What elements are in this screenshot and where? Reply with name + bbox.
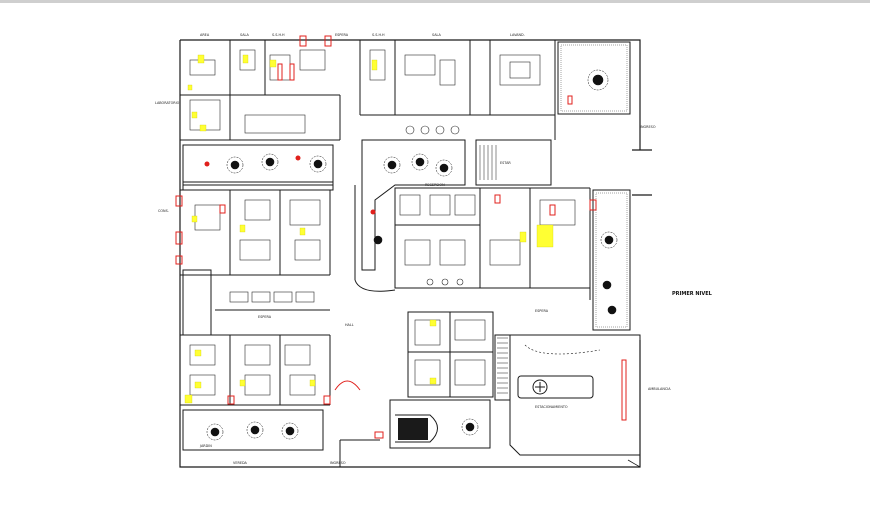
label-top-mid5: SALA [432,33,442,37]
level-title: PRIMER NIVEL [672,291,713,297]
label-hall: HALL [345,323,354,327]
label-top-mid4: S.S.H.H [372,33,385,37]
parking-curve [524,344,601,355]
interior-walls [180,40,641,467]
corner-tick [627,459,641,468]
top-border-line [0,0,870,3]
furniture-fixtures [189,49,576,396]
label-top-left: AREA [200,33,210,37]
label-left-side2: CONS. [158,209,169,213]
label-entrance-note: AMBULANCIA [648,387,671,391]
label-left-side1: LABORATORIO [155,101,180,105]
label-top-mid2: S.S.H.H [272,33,285,37]
label-left-side3: ESPERA [258,315,272,319]
courtyard-northeast [557,41,631,115]
vegetation-leaf-outlines [206,69,618,441]
label-bottom-left: JARDIN [199,444,212,448]
label-center-mid: ESPERA [535,309,549,313]
vegetation-plants [210,74,617,437]
label-bottom-mid: ESTACIONAMIENTO [535,405,568,409]
label-bottom-left2: VEREDA [233,461,248,465]
red-door-markers [175,35,627,439]
entrance-stair-block [398,418,428,440]
outer-boundary [179,39,652,468]
label-east: INGRESO [640,125,656,129]
room-labels: AREA SALA S.S.H.H ESPERA S.S.H.H SALA LA… [155,33,671,465]
label-top-mid3: ESPERA [335,33,349,37]
label-center-right2: RECEPCION [425,183,445,187]
label-bottom-center: INGRESO [330,461,346,465]
ambulance-vehicle-icon [517,375,594,399]
red-dot-markers [204,155,376,215]
label-top-mid1: SALA [240,33,250,37]
label-center-right1: ESTAR [500,161,511,165]
stair-north [479,145,497,180]
label-top-right: LAVAND. [510,33,525,37]
highlight-fixtures [184,54,554,404]
stair-ramp-east [497,337,508,394]
